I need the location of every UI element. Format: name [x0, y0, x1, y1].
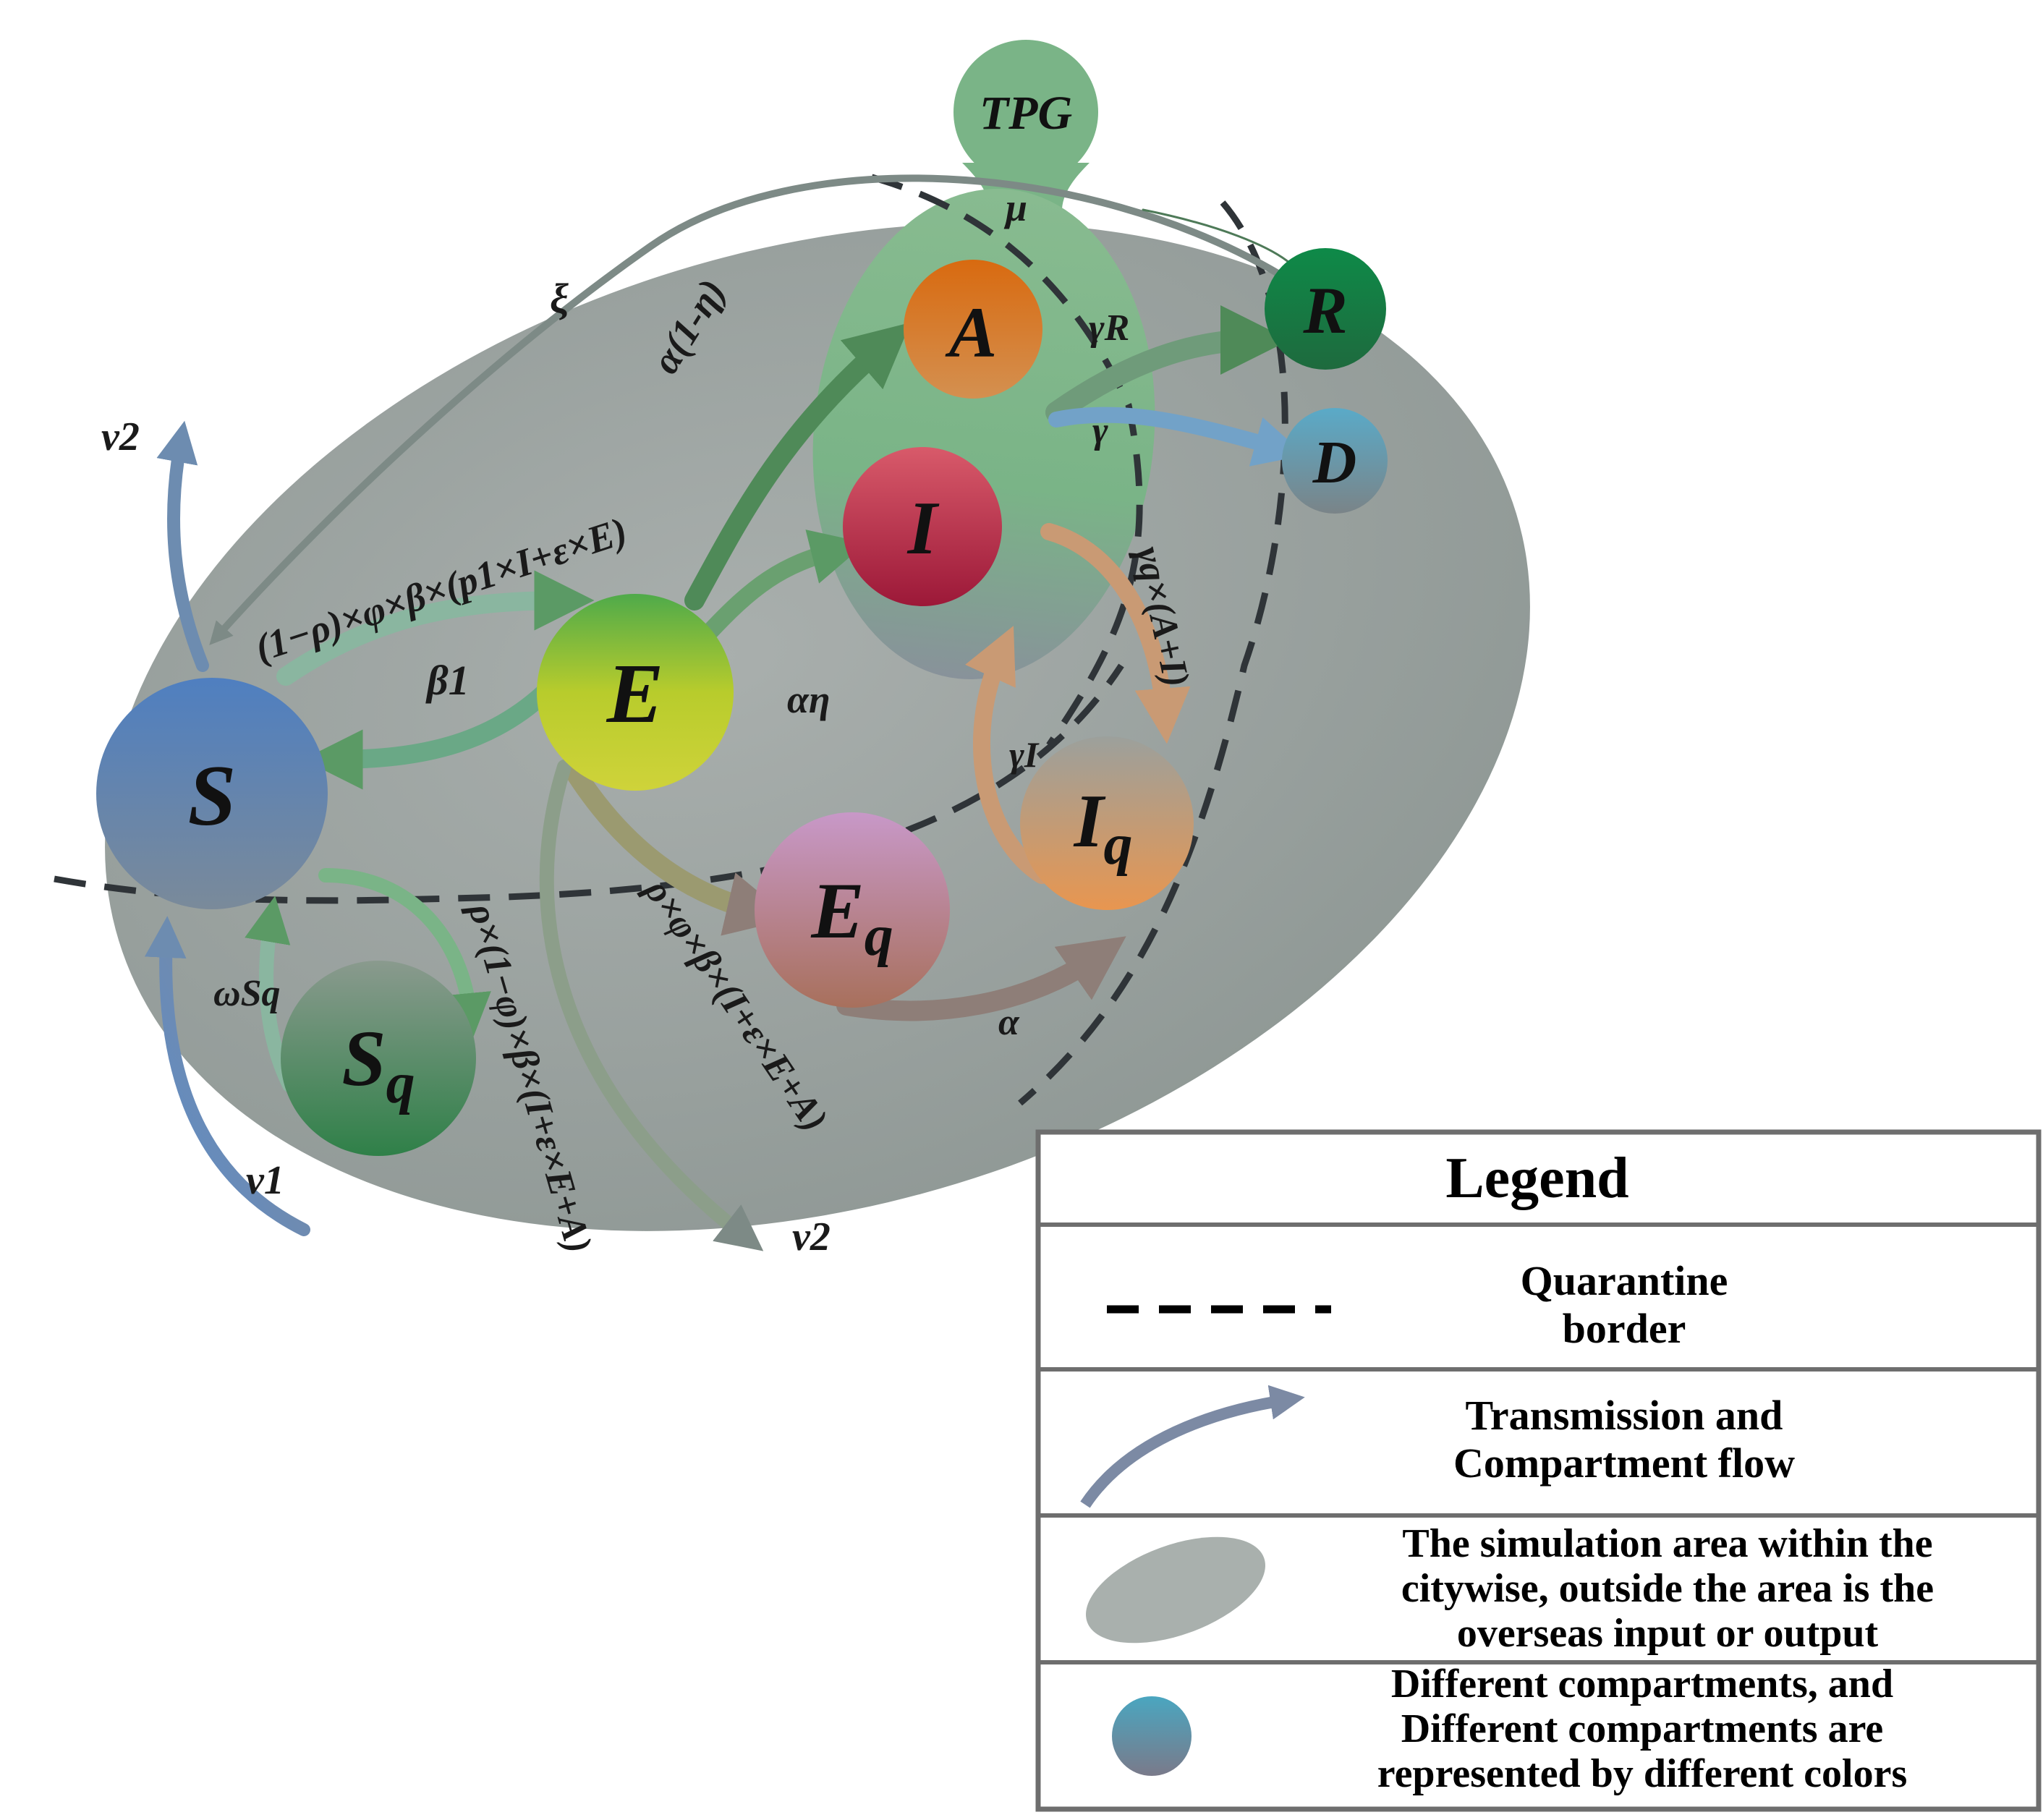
- node-e: E: [537, 594, 734, 791]
- svg-text:S: S: [188, 747, 237, 843]
- rate-omega-sq: ωSq: [213, 973, 281, 1014]
- arrow-xi-thin: [1142, 208, 1296, 269]
- node-d: D: [1282, 408, 1388, 514]
- legend-row-1-line-1: Quarantine: [1521, 1257, 1728, 1304]
- arrow-e-to-eq: [561, 757, 791, 936]
- arrow-v2-top: [156, 420, 209, 672]
- ellipse-icon: [1086, 1536, 1265, 1643]
- rate-v2-bottom: v2: [792, 1215, 831, 1259]
- legend-row-4-line-1: Different compartments, and: [1391, 1662, 1893, 1706]
- rate-alpha: α: [998, 1002, 1020, 1043]
- svg-text:A: A: [945, 292, 998, 373]
- arrow-e-to-a: [684, 322, 911, 611]
- rate-gamma-i: γI: [1009, 734, 1040, 775]
- rate-gamma-r: γR: [1089, 307, 1129, 349]
- svg-text:Iq: Iq: [1073, 778, 1133, 877]
- arrow-s-to-e: [276, 570, 595, 686]
- arrow-xi: [209, 174, 1284, 645]
- svg-text:D: D: [1312, 429, 1357, 496]
- tpg-node: [953, 40, 1098, 184]
- rate-v2-top: v2: [101, 414, 140, 459]
- svg-text:E: E: [606, 646, 664, 741]
- arrow-to-d: [1048, 407, 1305, 467]
- node-eq: Eq: [755, 812, 950, 1008]
- arrow-e-to-s: [302, 667, 570, 790]
- compartment-nodes: S Sq E Eq A I Iq R: [96, 87, 1388, 1156]
- legend-title: Legend: [1445, 1147, 1628, 1210]
- circle-icon: [1112, 1696, 1192, 1776]
- arrow-v1: [144, 916, 310, 1236]
- node-s: S: [96, 678, 328, 909]
- node-a: A: [904, 260, 1042, 399]
- node-tpg-label: TPG: [980, 87, 1072, 140]
- rate-gamma: γ: [1092, 410, 1108, 451]
- node-i: I: [843, 447, 1002, 606]
- legend-row-3-line-3: overseas input or output: [1457, 1611, 1879, 1656]
- legend-row-3-line-2: citywise, outside the area is the: [1401, 1566, 1934, 1611]
- flow-arrows: [144, 174, 1305, 1251]
- arrow-i-to-iq: [1040, 523, 1191, 744]
- node-r: R: [1265, 248, 1386, 370]
- legend-row-1-line-2: border: [1563, 1305, 1686, 1352]
- arrow-s-to-sq: [318, 868, 491, 1039]
- rate-alpha-eta: αη: [787, 678, 831, 721]
- node-iq: Iq: [1020, 736, 1194, 910]
- arrow-eq-to-iq: [836, 936, 1126, 1021]
- node-sq: Sq: [281, 961, 476, 1156]
- legend-row-4-line-3: represented by different colors: [1377, 1751, 1908, 1796]
- arrow-e-to-i: [697, 530, 867, 645]
- svg-text:R: R: [1302, 273, 1347, 347]
- legend: Legend Quarantine border Transmission an…: [1035, 1129, 2042, 1812]
- legend-row-3-line-1: The simulation area within the: [1402, 1521, 1932, 1566]
- rate-beta1: β1: [425, 657, 470, 704]
- svg-text:Sq: Sq: [341, 1014, 415, 1115]
- arrow-v2-bottom: [539, 760, 764, 1251]
- arrow-to-r: [1045, 305, 1290, 423]
- arrow-iq-to-i: [965, 626, 1050, 884]
- rate-mu: μ: [1003, 186, 1027, 229]
- legend-row-4-line-2: Different compartments are: [1401, 1706, 1884, 1751]
- legend-frame: [1035, 1129, 2042, 1812]
- svg-text:I: I: [906, 485, 940, 570]
- legend-row-2-line-2: Compartment flow: [1453, 1440, 1795, 1487]
- rate-xi: ξ: [550, 275, 569, 322]
- svg-text:Eq: Eq: [810, 867, 893, 968]
- arrow-icon: [1080, 1385, 1305, 1508]
- legend-row-2-line-1: Transmission and: [1466, 1392, 1783, 1439]
- rate-v1: v1: [246, 1158, 284, 1203]
